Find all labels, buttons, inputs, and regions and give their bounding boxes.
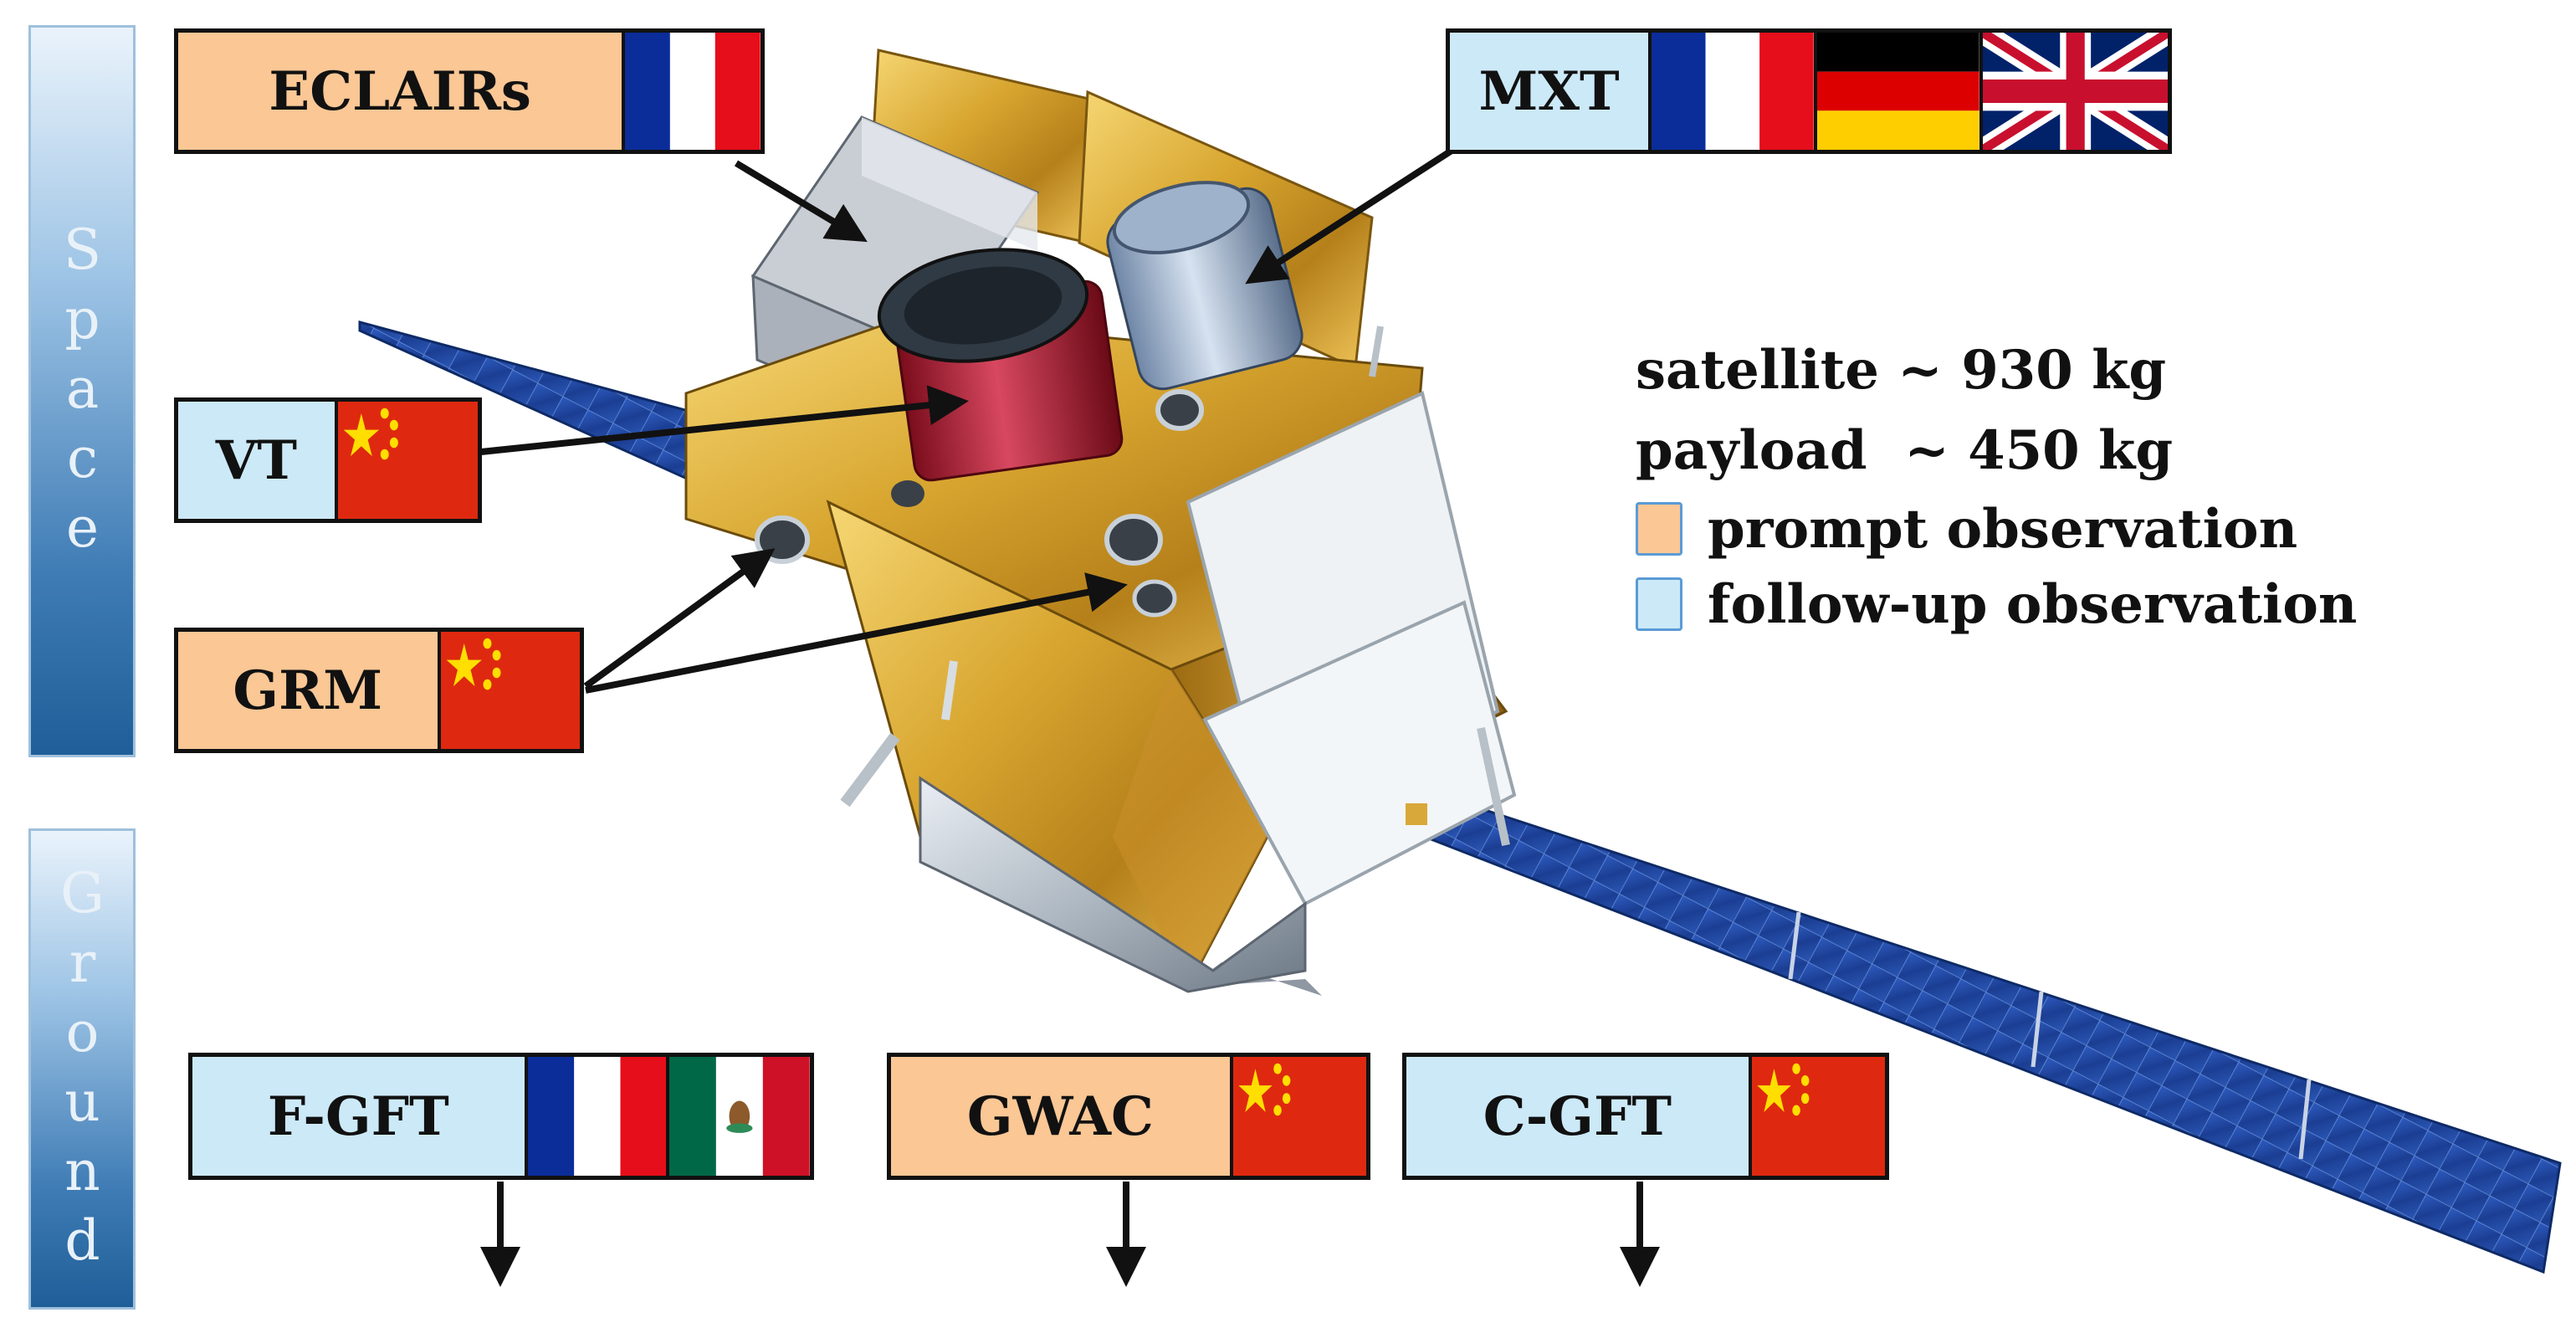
payload-mass: payload ~ 450 kg — [1636, 419, 2174, 482]
fgft-name: F-GFT — [192, 1057, 525, 1176]
flag-china-icon — [334, 402, 478, 519]
flag-china-icon — [1229, 1057, 1366, 1176]
gwac-name: GWAC — [891, 1057, 1230, 1176]
legend-item-prompt: prompt observation — [1636, 491, 2439, 567]
gwac-label: GWAC — [887, 1053, 1370, 1180]
grm-label: GRM — [174, 628, 584, 753]
grm-name: GRM — [178, 632, 438, 749]
ground-label: Ground — [50, 860, 115, 1278]
flag-china-icon — [437, 632, 580, 749]
flag-mexico-icon — [666, 1057, 810, 1176]
vt-label: VT — [174, 397, 482, 523]
flag-united-kingdom-icon — [1979, 33, 2168, 150]
legend-label-followup: follow-up observation — [1708, 572, 2358, 636]
cgft-label: C-GFT — [1402, 1053, 1889, 1180]
vt-name: VT — [178, 402, 335, 519]
legend-panel: satellite ~ 930 kg payload ~ 450 kg prom… — [1636, 331, 2439, 649]
eclairs-name: ECLAIRs — [178, 33, 622, 150]
flag-france-icon — [524, 1057, 667, 1176]
flag-france-icon — [622, 33, 761, 150]
space-label: Space — [50, 218, 115, 565]
space-section-bar: Space — [28, 25, 136, 757]
legend-label-prompt: prompt observation — [1708, 497, 2298, 561]
ground-section-bar: Ground — [28, 828, 136, 1310]
fgft-label: F-GFT — [188, 1053, 814, 1180]
mxt-name: MXT — [1450, 33, 1649, 150]
cgft-name: C-GFT — [1406, 1057, 1749, 1176]
flag-china-icon — [1748, 1057, 1885, 1176]
mxt-label: MXT — [1446, 28, 2172, 154]
satellite-mass: satellite ~ 930 kg — [1636, 339, 2167, 402]
legend-swatch-followup — [1636, 577, 1682, 631]
legend-item-followup: follow-up observation — [1636, 567, 2439, 642]
flag-germany-icon — [1813, 33, 1979, 150]
eclairs-label: ECLAIRs — [174, 28, 765, 154]
legend-swatch-prompt — [1636, 502, 1682, 556]
flag-france-icon — [1648, 33, 1814, 150]
